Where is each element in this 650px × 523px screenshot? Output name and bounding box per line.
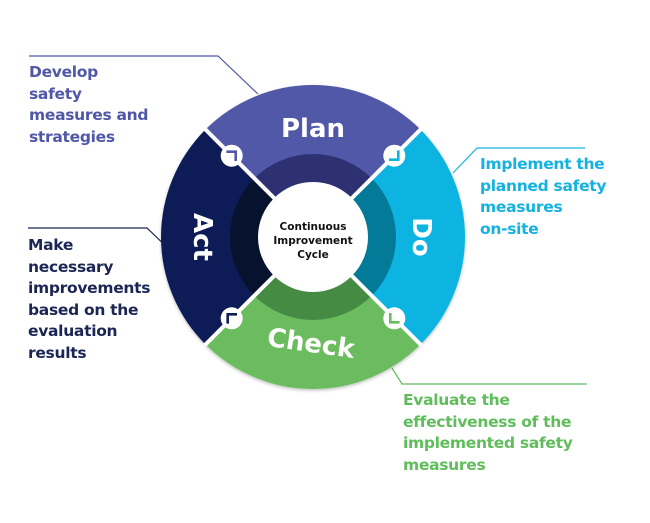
description-plan: Develop safety measures and strategies	[29, 62, 148, 148]
center-label-line-2: Improvement	[273, 235, 352, 247]
description-check-line: implemented safety	[403, 434, 573, 452]
description-do-line: on-site	[480, 219, 539, 238]
badge-circle	[220, 307, 243, 330]
description-act-line: results	[28, 343, 87, 362]
description-plan-line: strategies	[29, 127, 115, 146]
connector-badge-act-plan	[220, 144, 243, 167]
description-do-line: planned safety	[480, 176, 607, 195]
leader-line-check	[391, 367, 587, 385]
corner-arrow-icon	[388, 312, 400, 324]
description-act-line: Make	[28, 236, 74, 254]
center-label-line-3: Cycle	[297, 249, 329, 261]
description-check-line: effectiveness of the	[403, 412, 572, 431]
segment-divider	[346, 126, 424, 204]
center-circle	[258, 182, 368, 292]
description-check: Evaluate the effectiveness of the implem…	[403, 390, 573, 476]
connector-badge-do-check	[383, 307, 406, 330]
segment-divider	[202, 126, 280, 204]
phase-label-act: Act	[187, 213, 217, 261]
segment-divider	[346, 270, 424, 348]
phase-label-plan: Plan	[281, 114, 345, 144]
description-do-line: measures	[480, 198, 563, 216]
description-act-line: improvements	[28, 279, 151, 297]
description-do-line: Implement the	[480, 155, 605, 173]
leader-line-plan	[29, 55, 259, 95]
badge-circle	[220, 144, 243, 167]
description-plan-line: measures and	[29, 106, 149, 124]
badge-circle	[383, 144, 406, 167]
corner-arrow-icon	[226, 312, 237, 324]
description-plan-line: safety	[29, 84, 82, 103]
connector-badge-plan-do	[383, 144, 406, 167]
description-act-line: based on the	[28, 300, 139, 319]
corner-arrow-icon	[226, 150, 237, 161]
description-do: Implement the planned safety measures on…	[480, 154, 607, 240]
description-act-line: necessary	[28, 257, 114, 276]
leader-line-do	[452, 147, 585, 174]
description-check-line: measures	[403, 455, 486, 474]
description-plan-line: Develop	[29, 63, 98, 81]
badge-circle	[383, 307, 406, 330]
description-check-line: Evaluate the	[403, 391, 510, 409]
description-act: Make necessary improvements based on the…	[28, 235, 151, 364]
connector-badge-check-act	[220, 307, 243, 330]
segment-dividers	[202, 126, 424, 348]
segment-divider	[202, 270, 280, 348]
corner-arrow-icon	[388, 150, 400, 161]
center-label-line-1: Continuous	[280, 221, 347, 233]
phase-label-do: Do	[406, 217, 436, 256]
description-act-line: evaluation	[28, 322, 118, 340]
